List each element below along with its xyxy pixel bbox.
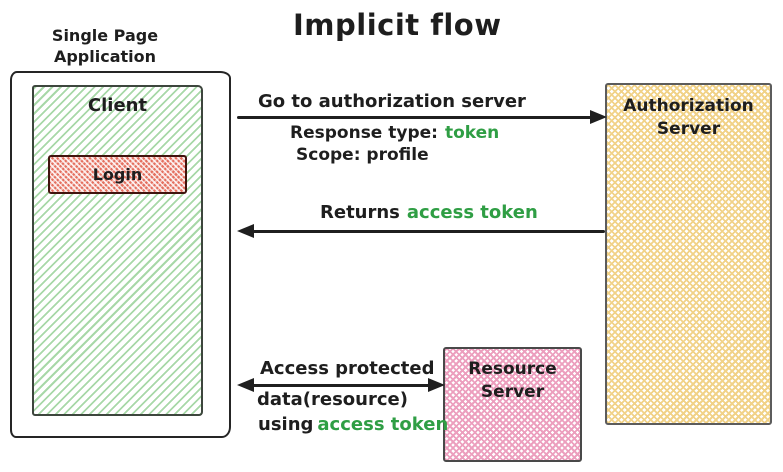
access-protected-line2: data(resource) (257, 389, 408, 410)
arrow-access-protected-right-head-icon (428, 378, 445, 392)
arrow-go-to-auth-head-icon (590, 110, 607, 124)
spa-caption-line2: Application (53, 47, 157, 66)
spa-caption: Single Page Application (25, 25, 185, 67)
authorization-server-box: Authorization Server (605, 83, 772, 425)
client-label: Client (87, 95, 148, 116)
resource-server-box: Resource Server (443, 347, 582, 462)
arrow-access-protected-line (251, 384, 432, 387)
arrow-returns-token-head-icon (237, 224, 254, 238)
response-type-value: token (444, 123, 500, 143)
scope-text: Scope: profile (296, 145, 429, 165)
arrow-returns-token-line (251, 230, 605, 233)
arrow-go-to-auth-label: Go to authorization server (258, 91, 526, 112)
diagram-title: Implicit flow (293, 8, 502, 42)
access-protected-line1: Access protected (260, 358, 435, 379)
arrow-go-to-auth-line (237, 116, 593, 119)
response-type-text: Response type:token (290, 123, 500, 143)
client-box: Client (32, 85, 203, 416)
authorization-server-label: Authorization Server (623, 96, 754, 139)
arrow-access-protected-left-head-icon (237, 378, 254, 392)
returns-token-highlight: access token (406, 202, 538, 223)
resource-server-label: Resource Server (468, 359, 557, 402)
login-label: Login (92, 165, 143, 184)
access-token-highlight: access token (317, 414, 449, 435)
login-button: Login (48, 155, 187, 194)
spa-caption-line1: Single Page (51, 26, 159, 45)
